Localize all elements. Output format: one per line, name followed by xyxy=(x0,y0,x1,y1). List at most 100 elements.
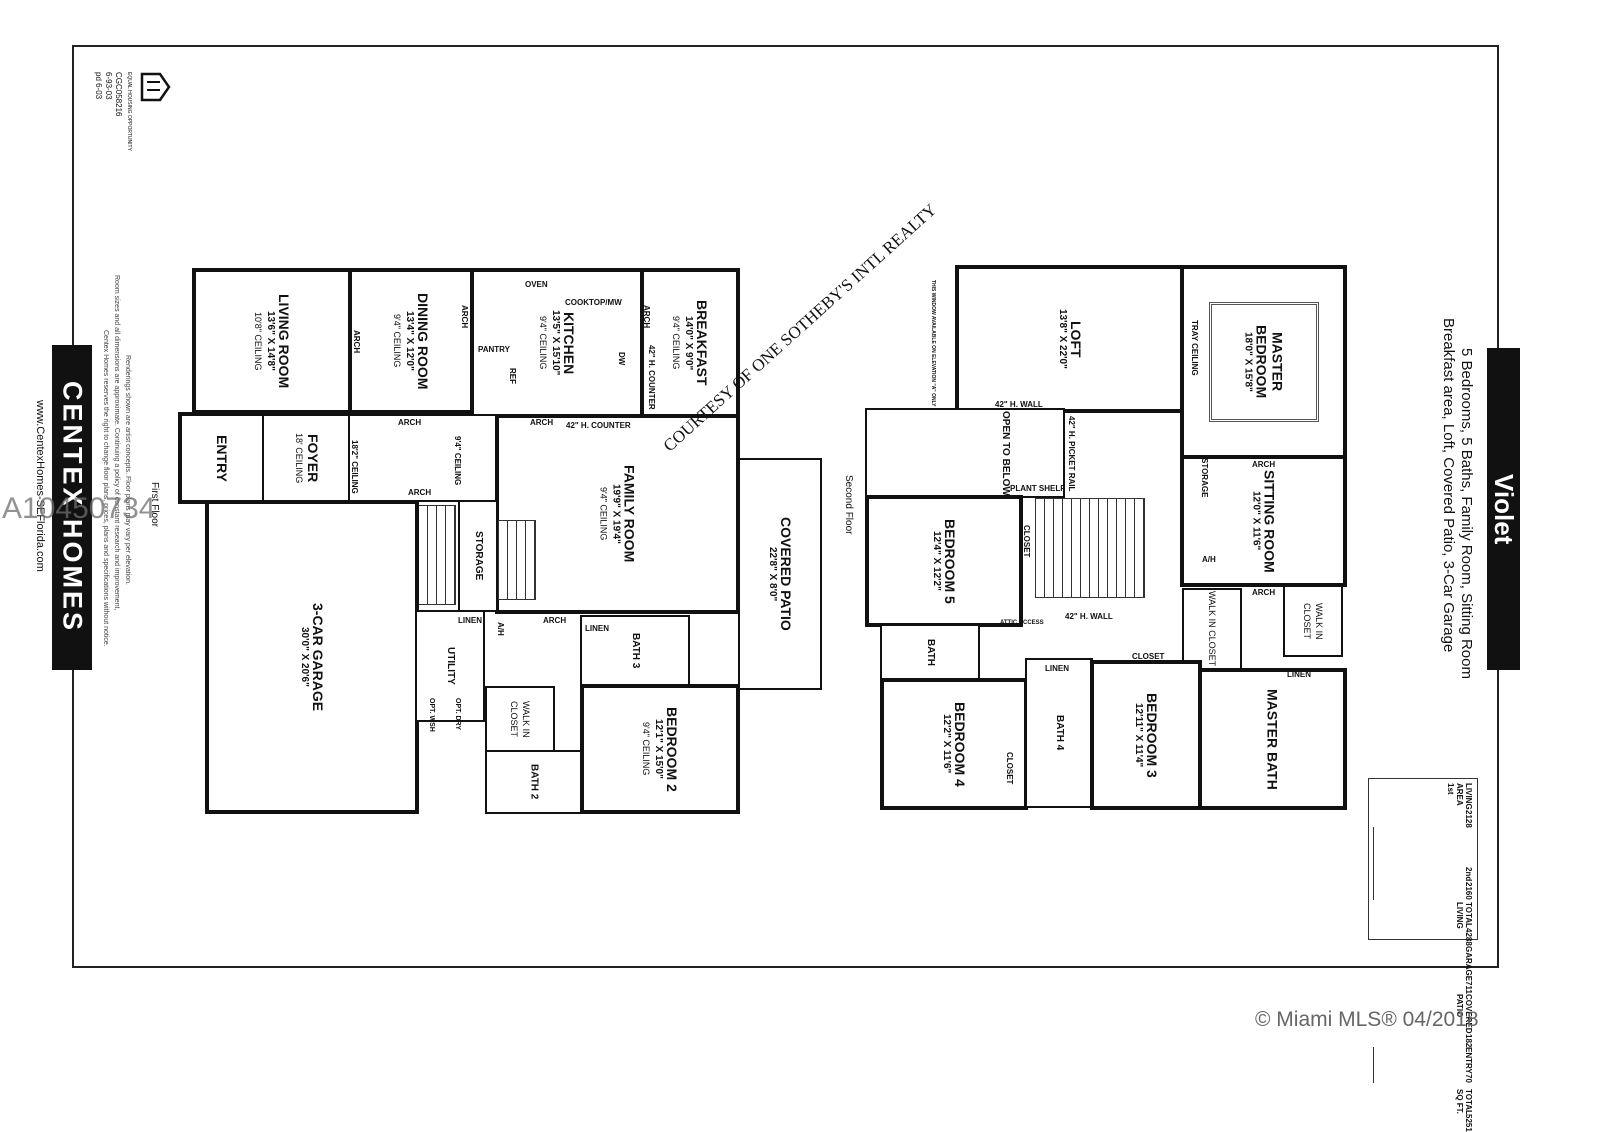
note-arch: ARCH xyxy=(1252,588,1276,597)
note-closet: CLOSET xyxy=(1132,652,1165,661)
note-linen: LINEN xyxy=(585,624,609,633)
room-master-bath: MASTER BATH xyxy=(1198,668,1347,810)
room-bath3: BATH 3 xyxy=(580,615,690,687)
note-window: THIS WINDOW AVAILABLE ON ELEVATION "A" O… xyxy=(930,280,936,407)
area-row: TOTAL SQ FT.5251 xyxy=(1373,1089,1473,1132)
note-linen: LINEN xyxy=(458,616,482,625)
note-arch: ARCH xyxy=(642,305,651,329)
plan-name: Violet xyxy=(1487,348,1520,670)
area-value: 70 xyxy=(1464,1073,1473,1083)
walk-in-closet: WALK IN CLOSET xyxy=(1182,588,1242,670)
area-value: 182 xyxy=(1464,1033,1473,1047)
note-linen: LINEN xyxy=(1287,670,1311,679)
room-entry: ENTRY xyxy=(178,412,266,504)
area-value: 711 xyxy=(1464,981,1473,994)
note-counter: 42" H. COUNTER xyxy=(566,421,631,430)
area-label: TOTAL SQ FT. xyxy=(1455,1088,1473,1115)
area-label: COVERED PATIO xyxy=(1455,994,1473,1034)
room-bath4: BATH 4 xyxy=(1025,658,1093,808)
note-cooktop: COOKTOP/MW xyxy=(565,298,622,307)
note-wsh: OPT. WSH xyxy=(428,698,435,732)
disclaimer-line: Centex Homes reserves the right to chang… xyxy=(102,330,109,647)
note-wall: 42" H. WALL xyxy=(995,400,1043,409)
area-label: ENTRY xyxy=(1464,1046,1473,1074)
stairs xyxy=(1035,498,1145,598)
stairs xyxy=(498,520,536,600)
note-dw: DW xyxy=(617,352,626,366)
note-rail: 42" H. PICKET RAIL xyxy=(1067,416,1076,492)
note-arch: ARCH xyxy=(352,330,361,354)
room-bath2: BATH 2 xyxy=(485,750,582,814)
plan-description: Breakfast area, Loft, Covered Patio, 3-C… xyxy=(1440,318,1457,653)
plan-description: 5 Bedrooms, 5 Baths, Family Room, Sittin… xyxy=(1458,348,1475,679)
note-closet: CLOSET xyxy=(1005,752,1014,785)
note-arch: ARCH xyxy=(398,418,422,427)
eho-label: EQUAL HOUSING OPPORTUNITY xyxy=(126,72,132,151)
license-code: pd 6-03 xyxy=(94,72,103,100)
note-arch: ARCH xyxy=(408,488,432,497)
area-value: 4288 xyxy=(1464,928,1473,946)
license-code: CGC058216 xyxy=(114,72,123,117)
room-storage: STORAGE xyxy=(458,500,498,612)
mls-copyright: © Miami MLS® 04/2018 xyxy=(1255,1008,1479,1031)
note-attic: ATTIC ACCESS xyxy=(1000,620,1044,626)
area-label: 2nd xyxy=(1464,867,1473,882)
note-ref: REF xyxy=(508,368,517,384)
note-arch: ARCH xyxy=(530,418,554,427)
note-shelf: PLANT SHELF xyxy=(1010,484,1066,493)
note-arch: ARCH xyxy=(1252,460,1276,469)
second-floor-label: Second Floor xyxy=(843,475,854,535)
brand-url: www.CentexHomes-SEFlorida.com xyxy=(34,400,46,572)
walk-in-closet: WALK IN CLOSET xyxy=(1283,585,1343,657)
note-ceiling: 9'4" CEILING xyxy=(453,436,462,486)
walk-in-closet: WALK IN CLOSET xyxy=(485,686,555,752)
area-label: GARAGE xyxy=(1464,945,1473,982)
note-pantry: PANTRY xyxy=(478,345,510,354)
note-linen: LINEN xyxy=(1045,664,1069,673)
area-label: TOTAL LIVING xyxy=(1455,901,1473,929)
note-storage: STORAGE xyxy=(1200,458,1209,498)
disclaimer-line: Renderings shown are artist concepts. Fl… xyxy=(124,355,131,585)
brand-logo: CENTEX HOMES xyxy=(52,345,92,670)
note-arch: ARCH xyxy=(460,305,469,329)
equal-housing-icon xyxy=(138,70,172,104)
note-dry: OPT. DRY xyxy=(454,698,461,731)
note-closet: CLOSET xyxy=(1022,525,1031,558)
note-ah: A/H xyxy=(496,622,505,636)
license-code: 6-93-03 xyxy=(104,72,113,100)
area-label: LIVING AREA 1st xyxy=(1446,783,1473,810)
note-wall: 42" H. WALL xyxy=(1065,612,1113,621)
note-counter: 42" H. COUNTER xyxy=(647,345,656,410)
mls-id-watermark: A10450734 xyxy=(2,492,156,525)
note-arch: ARCH xyxy=(543,616,567,625)
note-oven: OVEN xyxy=(525,280,548,289)
disclaimer-line: Room sizes and all dimensions are approx… xyxy=(113,275,120,611)
note-ceiling: 18'2" CEILING xyxy=(350,440,359,494)
area-value: 2128 xyxy=(1464,809,1473,828)
note-ah: A/H xyxy=(1202,555,1216,564)
area-value: 2160 xyxy=(1464,881,1473,900)
area-value: 5251 xyxy=(1464,1114,1473,1132)
room-bath5: BATH xyxy=(880,624,980,682)
first-floor-label: First Floor xyxy=(149,482,160,527)
room-utility: UTILITY xyxy=(415,610,485,722)
note-tray: TRAY CEILING xyxy=(1190,320,1199,376)
